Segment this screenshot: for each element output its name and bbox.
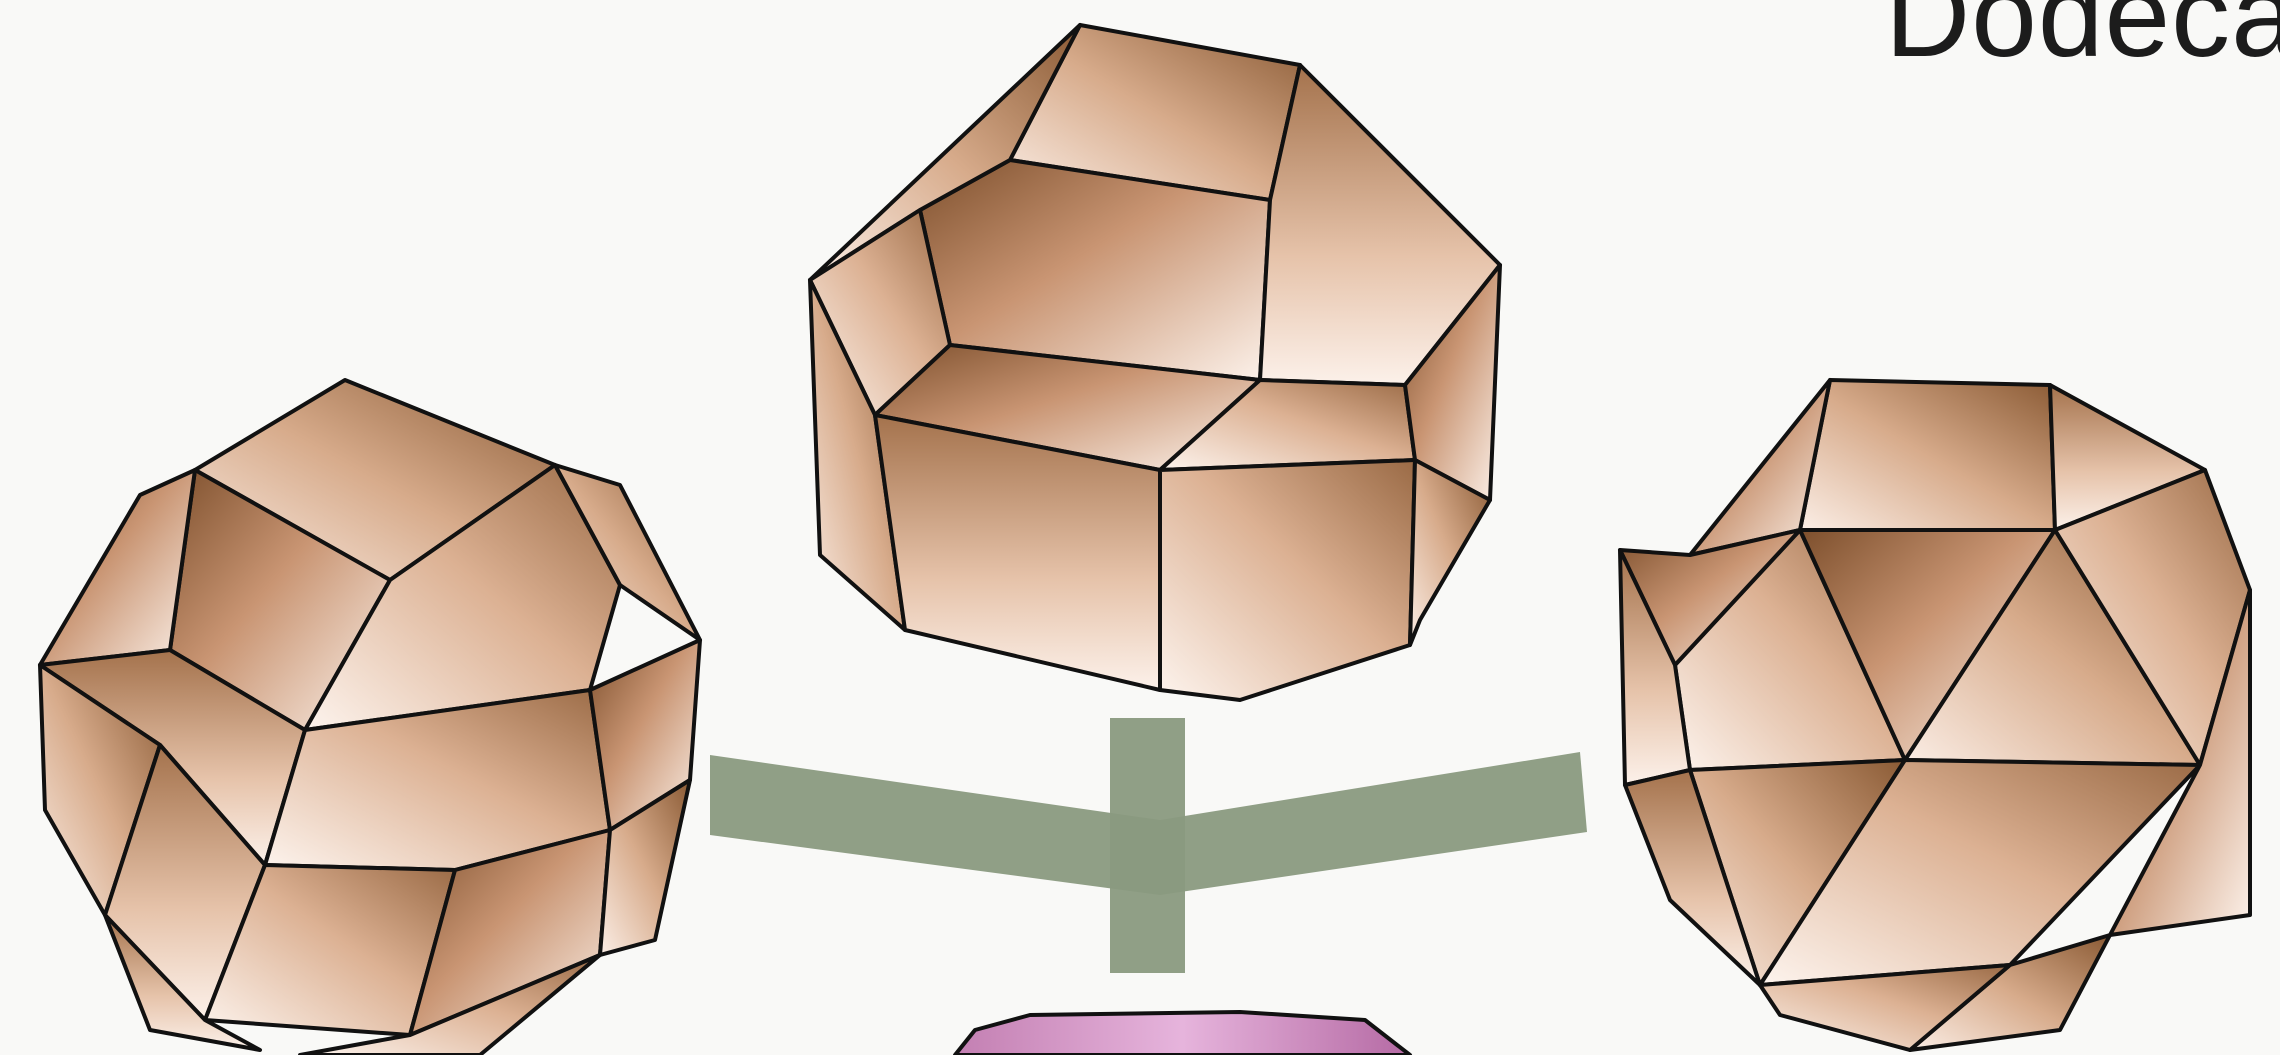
left-polyhedron — [40, 380, 700, 1055]
center-polyhedron — [810, 25, 1500, 700]
right-polyhedron — [1620, 380, 2250, 1050]
connector-right-arm — [1160, 752, 1587, 895]
connector-bars — [710, 718, 1587, 973]
connector-stem — [1110, 718, 1185, 973]
page-title: Dodecad — [1885, 0, 2280, 84]
connector-left-arm — [710, 755, 1160, 895]
bottom-polyhedron-partial — [955, 1012, 1410, 1055]
